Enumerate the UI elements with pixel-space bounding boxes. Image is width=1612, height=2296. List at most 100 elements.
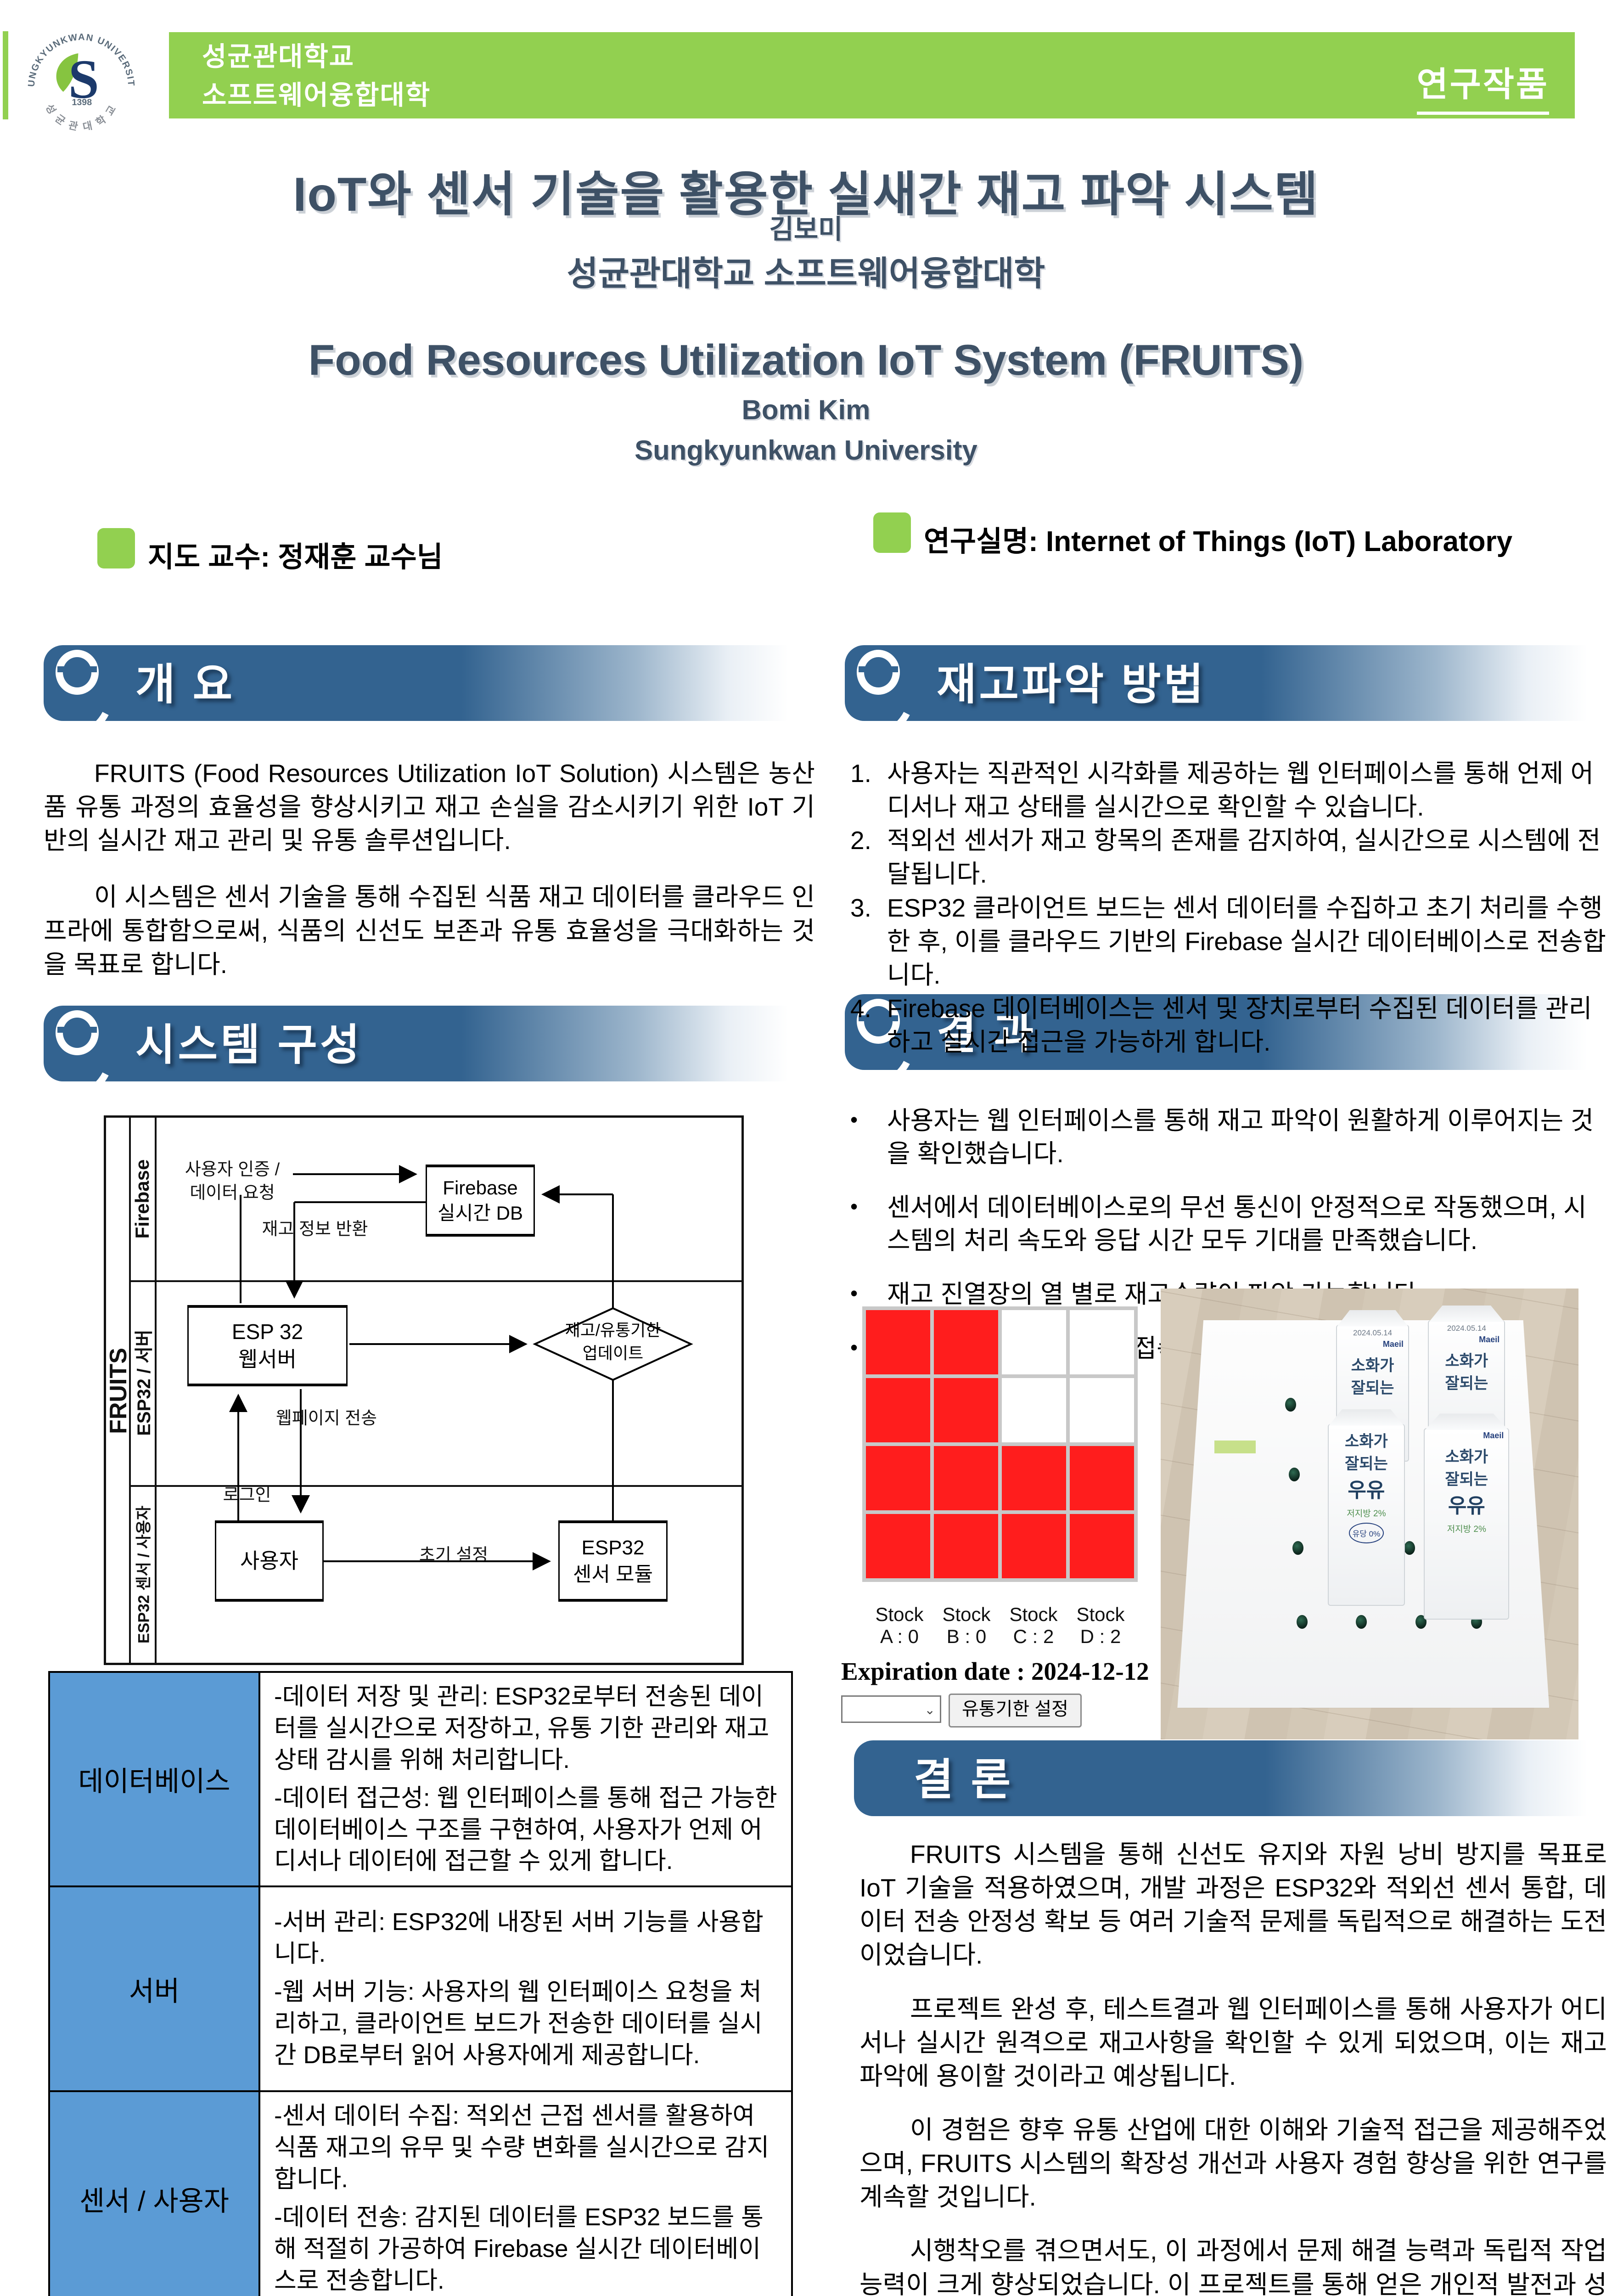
- conclusion-body: FRUITS 시스템을 통해 신선도 유지와 자원 낭비 방지를 목표로 IoT…: [859, 1838, 1607, 2296]
- milk-carton: 소화가 잘되는 우유 저지방 2% 유당 0%: [1328, 1409, 1405, 1606]
- method-item: 3. ESP32 클라이언트 보드는 센서 데이터를 수집하고 초기 처리를 수…: [850, 893, 1606, 989]
- section-bar-conclusion: 결 론: [854, 1740, 1602, 1816]
- stock-cell: [1002, 1378, 1066, 1442]
- stock-cell: [866, 1310, 930, 1374]
- method-heading: 재고파악 방법: [937, 660, 1206, 709]
- stock-cell: [1002, 1310, 1066, 1374]
- node-update-label: 재고/유통기한 업데이트: [565, 1321, 661, 1363]
- svg-text:S: S: [68, 49, 99, 110]
- header-banner: 성균관대학교 소프트웨어융합대학 연구작품: [169, 32, 1575, 118]
- stock-cell: [934, 1378, 998, 1442]
- milk-carton: Maeil 소화가 잘되는 우유 저지방 2%: [1424, 1413, 1510, 1620]
- stock-grid: [862, 1306, 1138, 1582]
- chevron-down-icon: ⌄: [924, 1703, 935, 1717]
- stock-cell: [934, 1514, 998, 1578]
- expiration-date: Expiration date : 2024-12-12: [841, 1657, 1149, 1685]
- row-body-server: -서버 관리: ESP32에 내장된 서버 기능를 사용합니다. -웹 서버 기…: [258, 1885, 793, 2093]
- university-logo: SUNGKYUNKWAN UNIVERSITY 성 균 관 대 학 교 S 13…: [21, 22, 140, 141]
- row-header-database: 데이터베이스: [48, 1671, 260, 1888]
- author-en: Bomi Kim: [741, 394, 871, 425]
- conclusion-para: FRUITS 시스템을 통해 신선도 유지와 자원 낭비 방지를 목표로 IoT…: [859, 1840, 1607, 1970]
- node-esp32-webserver: ESP 32 웹서버: [187, 1305, 348, 1386]
- stock-cell: [1070, 1514, 1134, 1578]
- stock-values-row: A : 0 B : 0 C : 2 D : 2: [862, 1626, 1138, 1648]
- system-heading: 시스템 구성: [135, 1020, 363, 1069]
- board-sticker: [1214, 1440, 1256, 1453]
- section-bar-system: 시스템 구성: [44, 1006, 803, 1081]
- method-item: 2. 적외선 센서가 재고 항목의 존재를 감지하여, 실시간으로 시스템에 전…: [850, 826, 1601, 889]
- system-architecture-diagram: FRUITS Firebase ESP32 / 서버 ESP32 센서 / 사용…: [104, 1115, 744, 1665]
- conclusion-para: 이 경험은 향후 유통 산업에 대한 이해와 기술적 접근을 제공해주었으며, …: [859, 2115, 1607, 2212]
- stock-cell: [866, 1514, 930, 1578]
- header-college: 소프트웨어융합대학: [202, 80, 431, 110]
- overview-para-1: FRUITS (Food Resources Utilization IoT S…: [44, 759, 815, 855]
- svg-text:1398: 1398: [72, 97, 92, 107]
- node-firebase-db: Firebase 실시간 DB: [426, 1165, 535, 1237]
- advisor-text: 지도 교수: 정재훈 교수님: [148, 541, 443, 573]
- stock-header-row: Stock Stock Stock Stock: [875, 1604, 1125, 1625]
- board-hole: [1289, 1467, 1300, 1481]
- method-item: 4. Firebase 데이터베이스는 센서 및 장치로부터 수집된 데이터를 …: [850, 994, 1592, 1057]
- stock-cell: [866, 1446, 930, 1510]
- board-hole: [1404, 1541, 1415, 1555]
- affiliation-en: Sungkyunkwan University: [635, 435, 977, 466]
- stock-cell: [1070, 1446, 1134, 1510]
- edge-label-login: 로그인: [223, 1486, 271, 1505]
- section-bar-overview: 개 요: [44, 645, 803, 721]
- result-item: • 사용자는 웹 인터페이스를 통해 재고 파악이 원활하게 이루어지는 것을 …: [850, 1106, 1594, 1168]
- board-hole: [1296, 1615, 1308, 1629]
- conclusion-para: 시행착오를 겪으면서도, 이 과정에서 문제 해결 능력과 독립적 작업 능력이…: [859, 2236, 1607, 2296]
- edge-label-return: 재고 정보 반환: [262, 1220, 368, 1239]
- row-body-database: -데이터 저장 및 관리: ESP32로부터 전송된 데이터를 실시간으로 저장…: [258, 1671, 793, 1888]
- overview-para-2: 이 시스템은 센서 기술을 통해 수집된 식품 재고 데이터를 클라우드 인프라…: [44, 883, 815, 979]
- results-heading: 결 과: [937, 1009, 1037, 1058]
- stock-cell: [934, 1310, 998, 1374]
- stock-cell: [1002, 1446, 1066, 1510]
- section-bar-method: 재고파악 방법: [845, 645, 1602, 721]
- row-header-sensor-user: 센서 / 사용자: [48, 2090, 260, 2296]
- section-bar-results: 결 과: [845, 994, 1602, 1070]
- edge-label-webpage: 웹페이지 전송: [275, 1409, 377, 1428]
- overview-heading: 개 요: [135, 660, 236, 709]
- header-university: 성균관대학교: [202, 42, 355, 72]
- affiliation-ko: 성균관대학교 소프트웨어융합대학: [567, 254, 1045, 293]
- stock-b: B : 0: [946, 1626, 987, 1647]
- stock-cell: [1002, 1514, 1066, 1578]
- node-esp32-sensor: ESP32 센서 모듈: [558, 1520, 668, 1602]
- edge-label-auth: 사용자 인증 / 데이터 요청: [185, 1160, 280, 1203]
- header-university-college: 성균관대학교 소프트웨어융합대학: [202, 38, 431, 115]
- table-row: 센서 / 사용자 -센서 데이터 수집: 적외선 근접 센서를 활용하여 식품 …: [48, 2090, 793, 2296]
- stock-c: C : 2: [1013, 1626, 1054, 1647]
- stock-a: A : 0: [880, 1626, 919, 1647]
- poster-title-en: Food Resources Utilization IoT System (F…: [308, 336, 1304, 384]
- overview-body: FRUITS (Food Resources Utilization IoT S…: [44, 757, 815, 1004]
- author-ko: 김보미: [769, 214, 843, 244]
- edge-label-initial-setup: 초기 설정: [419, 1546, 489, 1565]
- row-header-server: 서버: [48, 1885, 260, 2093]
- component-spec-table: 데이터베이스 -데이터 저장 및 관리: ESP32로부터 전송된 데이터를 실…: [48, 1671, 793, 2296]
- research-work-badge: 연구작품: [1416, 57, 1549, 115]
- board-hole: [1356, 1615, 1367, 1629]
- table-row: 서버 -서버 관리: ESP32에 내장된 서버 기능를 사용합니다. -웹 서…: [48, 1885, 793, 2093]
- method-list: 1. 사용자는 직관적인 시각화를 제공하는 웹 인터페이스를 통해 언제 어디…: [850, 757, 1607, 1059]
- expiration-select[interactable]: ⌄: [841, 1695, 941, 1723]
- diagram-connectors: [229, 1165, 693, 1570]
- stock-cell: [866, 1378, 930, 1442]
- table-row: 데이터베이스 -데이터 저장 및 관리: ESP32로부터 전송된 데이터를 실…: [48, 1671, 793, 1888]
- set-expiration-button[interactable]: 유통기한 설정: [949, 1694, 1082, 1728]
- poster-title-ko: IoT와 센서 기술을 활용한 실새간 재고 파악 시스템: [293, 168, 1319, 221]
- stock-cell: [934, 1446, 998, 1510]
- diamond-update-node: [533, 1307, 693, 1381]
- shelf-photo: 2024.05.14 Maeil 소화가 잘되는 2024.05.14 Maei…: [1161, 1289, 1578, 1739]
- logo-leaf: [56, 53, 79, 92]
- conclusion-para: 프로젝트 완성 후, 테스트결과 웹 인터페이스를 통해 사용자가 어디서나 실…: [859, 1994, 1607, 2090]
- result-item: • 센서에서 데이터베이스로의 무선 통신이 안정적으로 작동했으며, 시스템의…: [850, 1193, 1587, 1255]
- stock-d: D : 2: [1080, 1626, 1121, 1647]
- lab-text: 연구실명: Internet of Things (IoT) Laborator…: [924, 526, 1513, 557]
- board-hole: [1292, 1541, 1304, 1555]
- board-hole: [1285, 1397, 1297, 1412]
- lab-bullet: [873, 512, 911, 553]
- stock-cell: [1070, 1378, 1134, 1442]
- row-body-sensor-user: -센서 데이터 수집: 적외선 근접 센서를 활용하여 식품 재고의 유무 및 …: [258, 2090, 793, 2296]
